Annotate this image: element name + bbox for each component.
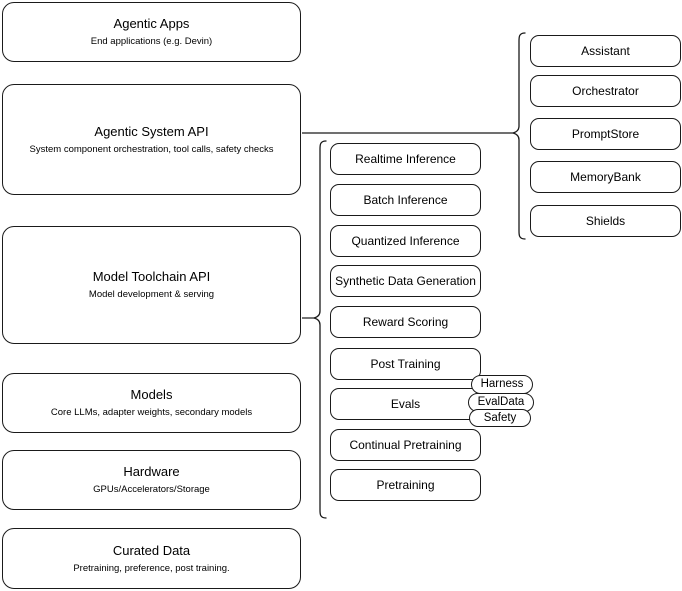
capability-evals[interactable]: Evals — [330, 388, 481, 420]
capability-label: Realtime Inference — [355, 151, 456, 166]
eval-component-label: Safety — [483, 411, 517, 424]
capability-post-training[interactable]: Post Training — [330, 348, 481, 380]
capability-label: Pretraining — [376, 477, 435, 492]
eval-component-harness[interactable]: Harness — [471, 375, 533, 394]
capability-quantized-inference[interactable]: Quantized Inference — [330, 225, 481, 257]
layer-title: Models — [130, 387, 173, 402]
layer-title: Model Toolchain API — [92, 269, 211, 284]
agentic-component-label: PromptStore — [571, 126, 640, 141]
agentic-component-memorybank[interactable]: MemoryBank — [530, 161, 681, 193]
layer-subtitle: End applications (e.g. Devin) — [90, 36, 213, 47]
capability-label: Synthetic Data Generation — [335, 273, 476, 288]
capability-label: Post Training — [370, 356, 441, 371]
capability-label: Reward Scoring — [362, 314, 449, 329]
capability-label: Batch Inference — [363, 192, 448, 207]
capability-realtime-inference[interactable]: Realtime Inference — [330, 143, 481, 175]
brace-agentic-components — [512, 32, 526, 240]
layer-model-toolchain-api[interactable]: Model Toolchain API Model development & … — [2, 226, 301, 344]
layer-agentic-system-api[interactable]: Agentic System API System component orch… — [2, 84, 301, 195]
capability-reward-scoring[interactable]: Reward Scoring — [330, 306, 481, 338]
capability-label: Evals — [390, 396, 421, 411]
agentic-component-assistant[interactable]: Assistant — [530, 35, 681, 67]
agentic-component-label: Assistant — [581, 43, 630, 58]
layer-title: Hardware — [123, 464, 180, 479]
eval-component-label: EvalData — [477, 396, 525, 408]
layer-title: Agentic System API — [94, 123, 209, 139]
layer-subtitle: Model development & serving — [88, 289, 215, 300]
agentic-component-label: Orchestrator — [572, 83, 639, 98]
capability-label: Quantized Inference — [351, 233, 460, 248]
agentic-component-orchestrator[interactable]: Orchestrator — [530, 75, 681, 107]
capability-batch-inference[interactable]: Batch Inference — [330, 184, 481, 216]
layer-models[interactable]: Models Core LLMs, adapter weights, secon… — [2, 373, 301, 433]
capability-synthetic-data-generation[interactable]: Synthetic Data Generation — [330, 265, 481, 297]
layer-title: Curated Data — [112, 542, 191, 558]
layer-subtitle: GPUs/Accelerators/Storage — [93, 484, 210, 495]
agentic-component-label: Shields — [585, 213, 626, 228]
layer-hardware[interactable]: Hardware GPUs/Accelerators/Storage — [2, 450, 301, 510]
layer-agentic-apps[interactable]: Agentic Apps End applications (e.g. Devi… — [2, 2, 301, 62]
layer-subtitle: Core LLMs, adapter weights, secondary mo… — [50, 407, 253, 418]
layer-curated-data[interactable]: Curated Data Pretraining, preference, po… — [2, 528, 301, 589]
layer-subtitle: Pretraining, preference, post training. — [73, 562, 230, 574]
layer-title: Agentic Apps — [113, 16, 190, 31]
brace-toolchain-capabilities — [313, 140, 327, 519]
capability-continual-pretraining[interactable]: Continual Pretraining — [330, 429, 481, 461]
layer-subtitle: System component orchestration, tool cal… — [29, 143, 274, 155]
agentic-component-label: MemoryBank — [570, 169, 641, 184]
agentic-component-promptstore[interactable]: PromptStore — [530, 118, 681, 150]
eval-component-safety[interactable]: Safety — [469, 409, 531, 427]
capability-label: Continual Pretraining — [349, 437, 462, 452]
capability-pretraining[interactable]: Pretraining — [330, 469, 481, 501]
agentic-component-shields[interactable]: Shields — [530, 205, 681, 237]
eval-component-label: Harness — [480, 378, 524, 390]
